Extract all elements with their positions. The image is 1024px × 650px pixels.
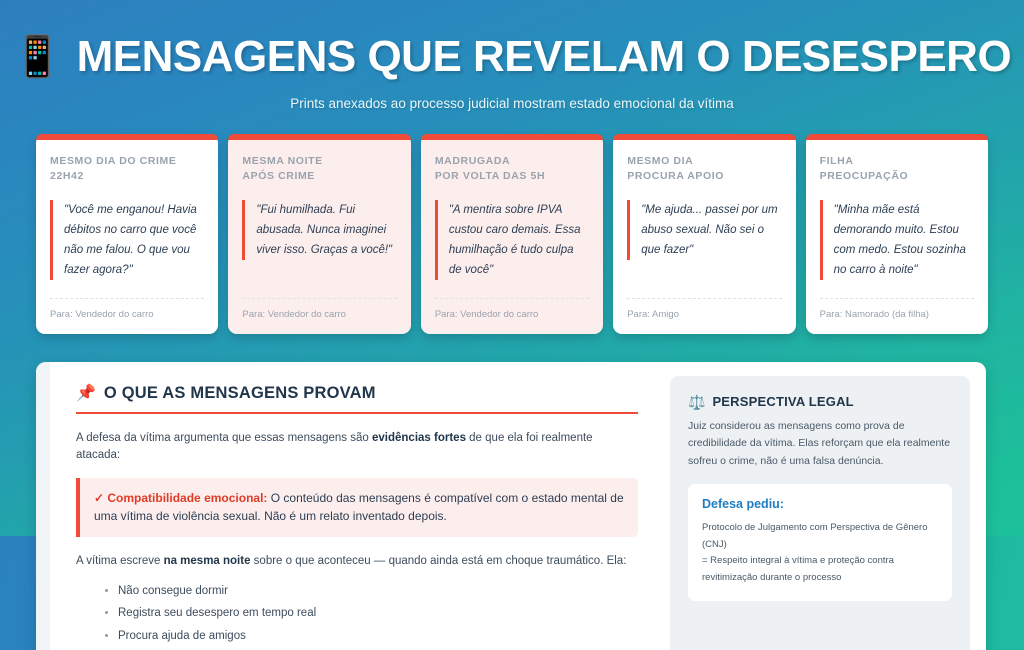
card-quote: "A mentira sobre IPVA custou caro demais… <box>434 199 589 280</box>
defense-request-body: Protocolo de Julgamento com Perspectiva … <box>702 521 928 583</box>
card-label: MESMO DIA PROCURA APOIO <box>627 155 725 182</box>
panel-left-rail <box>36 362 50 650</box>
proof-title: O QUE AS MENSAGENS PROVAM <box>103 384 376 402</box>
proof-intro-before: A defesa da vítima argumenta que essas m… <box>76 432 372 444</box>
list-item: Procura ajuda de amigos <box>118 625 638 647</box>
second-bold: na mesma noite <box>163 554 251 567</box>
victim-behavior-list: Não consegue dormir Registra seu desespe… <box>76 580 638 650</box>
card-quote: "Minha mãe está demorando muito. Estou c… <box>819 199 974 280</box>
message-card: MADRUGADA POR VOLTA DAS 5H "A mentira so… <box>420 134 604 334</box>
proof-intro-after: de que ela foi realmente atacada: <box>76 432 593 462</box>
card-quote: "Fui humilhada. Fui abusada. Nunca imagi… <box>242 199 396 260</box>
second-before: A vítima escreve <box>76 554 164 567</box>
page-subtitle: Prints anexados ao processo judicial mos… <box>290 96 734 111</box>
defense-request-title: Defesa pediu: <box>702 496 784 511</box>
proof-second-paragraph: A vítima escreve na mesma noite sobre o … <box>76 553 638 570</box>
second-after: sobre o que aconteceu — quando ainda est… <box>250 554 627 567</box>
message-card: MESMO DIA PROCURA APOIO "Me ajuda... pas… <box>613 134 797 334</box>
balance-scales-icon: ⚖️ <box>688 393 706 410</box>
callout-tag: ✓ Compatibilidade emocional: <box>94 490 268 505</box>
emotional-compatibility-callout: ✓ Compatibilidade emocional: O conteúdo … <box>76 477 638 537</box>
proof-intro-bold: evidências fortes <box>372 432 466 444</box>
legal-title: PERSPECTIVA LEGAL <box>712 394 854 409</box>
analysis-panel: 📌 O QUE AS MENSAGENS PROVAM A defesa da … <box>36 362 986 650</box>
card-recipient: Para: Vendedor do carro <box>434 298 590 320</box>
proof-section: 📌 O QUE AS MENSAGENS PROVAM A defesa da … <box>50 362 664 650</box>
card-quote: "Me ajuda... passei por um abuso sexual.… <box>627 199 781 260</box>
card-label: MESMA NOITE APÓS CRIME <box>242 155 323 182</box>
proof-intro: A defesa da vítima argumenta que essas m… <box>76 430 638 465</box>
list-item: Registra seu desespero em tempo real <box>118 602 638 624</box>
card-label: MADRUGADA POR VOLTA DAS 5H <box>434 155 546 182</box>
message-card: FILHA PREOCUPAÇÃO "Minha mãe está demora… <box>805 134 989 334</box>
message-card-list: MESMO DIA DO CRIME 22H42 "Você me engano… <box>36 134 989 334</box>
card-recipient: Para: Namorado (da filha) <box>819 298 975 320</box>
card-recipient: Para: Amigo <box>627 298 782 320</box>
card-quote: "Você me enganou! Havia débitos no carro… <box>50 199 204 280</box>
callout-text: O conteúdo das mensagens é compatível co… <box>94 490 624 524</box>
pushpin-icon: 📌 <box>76 384 96 402</box>
proof-title-row: 📌 O QUE AS MENSAGENS PROVAM <box>76 384 638 403</box>
title-divider <box>76 412 638 414</box>
card-recipient: Para: Vendedor do carro <box>242 298 397 320</box>
card-label: MESMO DIA DO CRIME 22H42 <box>50 155 177 182</box>
legal-perspective-panel: ⚖️ PERSPECTIVA LEGAL Juiz considerou as … <box>670 376 970 650</box>
message-card: MESMA NOITE APÓS CRIME "Fui humilhada. F… <box>228 134 412 334</box>
page-header: 📱 MENSAGENS QUE REVELAM O DESESPERO Prin… <box>0 0 1024 111</box>
legal-body-text: Juiz considerou as mensagens como prova … <box>688 420 951 467</box>
message-card: MESMO DIA DO CRIME 22H42 "Você me engano… <box>36 134 219 334</box>
legal-title-row: ⚖️ PERSPECTIVA LEGAL <box>688 394 952 409</box>
list-item: Não consegue dormir <box>118 580 638 602</box>
card-label: FILHA PREOCUPAÇÃO <box>819 155 909 182</box>
mobile-phone-icon: 📱 <box>12 35 63 79</box>
page-title: MENSAGENS QUE REVELAM O DESESPERO <box>76 32 1012 81</box>
card-recipient: Para: Vendedor do carro <box>50 298 205 320</box>
defense-request-box: Defesa pediu: Protocolo de Julgamento co… <box>688 483 952 602</box>
header-title-row: 📱 MENSAGENS QUE REVELAM O DESESPERO <box>0 32 1024 82</box>
